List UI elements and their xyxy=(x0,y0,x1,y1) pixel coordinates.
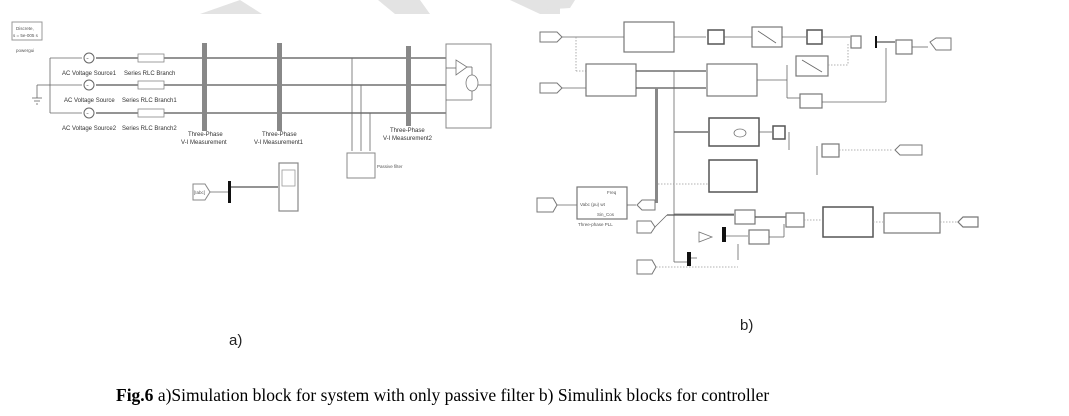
from-tag-b5[interactable] xyxy=(636,259,657,275)
watermark xyxy=(200,0,575,14)
gain-block[interactable] xyxy=(707,29,725,45)
from-tag-label: [Iabc] xyxy=(194,190,205,195)
powergui-block[interactable]: Discrete, s = 5e-005 s powergui xyxy=(11,21,43,53)
vertical-bus xyxy=(655,88,658,203)
panel-a-diagram: Discrete, s = 5e-005 s powergui xyxy=(11,21,492,212)
vi-measurement-1-line1: Three-Phase xyxy=(188,132,223,138)
pi-block-2[interactable] xyxy=(748,229,770,245)
vi-measurement-3-line1: Three-Phase xyxy=(390,128,425,134)
mux-b1[interactable] xyxy=(785,212,805,228)
vq-calc-block[interactable] xyxy=(708,159,758,193)
pi-block-1[interactable] xyxy=(734,209,756,225)
svg-text:~: ~ xyxy=(86,56,89,61)
figure-caption: Fig.6 a)Simulation block for system with… xyxy=(116,385,769,406)
pll-port-wt: Vabc (pu) wt xyxy=(580,202,606,207)
svg-text:~: ~ xyxy=(86,111,89,116)
passive-filter-label: Passive filter xyxy=(377,164,403,169)
rlc-branch-3[interactable]: Series RLC Branch2 xyxy=(122,108,177,132)
vq-block[interactable] xyxy=(708,117,760,147)
ac-source-2-label: AC Voltage Source xyxy=(64,98,115,104)
pwm-block[interactable] xyxy=(883,212,941,234)
vi-measurement-1-line2: V-I Measurement xyxy=(181,140,227,146)
subsystem-b2[interactable] xyxy=(821,143,840,158)
sum-block-1[interactable] xyxy=(850,35,862,49)
nonlinear-load[interactable] xyxy=(445,43,492,129)
goto-tag-b4[interactable] xyxy=(957,216,979,228)
panel-b-diagram: Freq Vabc (pu) wt Sin_Cos Three-phase PL… xyxy=(536,21,979,275)
vi-measurement-2-line2: V-I Measurement1 xyxy=(254,140,304,146)
bus-marker xyxy=(875,36,877,48)
passive-filter[interactable]: Passive filter xyxy=(346,58,403,179)
ac-source-1-label: AC Voltage Source1 xyxy=(62,71,117,77)
filter-block-1[interactable] xyxy=(751,26,783,48)
rlc-branch-1[interactable]: Series RLC Branch xyxy=(124,53,175,77)
goto-tag-b2[interactable] xyxy=(894,144,923,156)
ac-source-3[interactable]: ~ AC Voltage Source2 xyxy=(62,107,117,132)
vi-measurement-1[interactable]: Three-Phase V-I Measurement xyxy=(181,43,227,146)
pll-port-sincos: Sin_Cos xyxy=(597,212,615,217)
caption-prefix: Fig.6 xyxy=(116,385,154,405)
ac-source-3-label: AC Voltage Source2 xyxy=(62,126,117,132)
ac-source-1[interactable]: ~ AC Voltage Source1 xyxy=(62,52,117,77)
pll-label: Three-phase PLL xyxy=(578,222,613,227)
powergui-line1: Discrete, xyxy=(16,26,34,31)
rlc-branch-1-label: Series RLC Branch xyxy=(124,71,175,77)
powergui-name: powergui xyxy=(16,48,34,53)
from-tag-b4[interactable] xyxy=(636,220,656,234)
vi-measurement-3[interactable]: Three-Phase V-I Measurement2 xyxy=(383,46,433,142)
subsystem-b1[interactable] xyxy=(623,21,675,53)
powergui-line2: s = 5e-005 s xyxy=(13,33,39,38)
ac-source-2[interactable]: ~ AC Voltage Source xyxy=(64,79,115,104)
vi-measurement-2[interactable]: Three-Phase V-I Measurement1 xyxy=(254,43,304,146)
product-block[interactable] xyxy=(895,39,913,55)
phase-lines xyxy=(96,57,446,114)
from-tag-iabc[interactable]: [Iabc] xyxy=(192,183,211,201)
rlc-branch-2-label: Series RLC Branch1 xyxy=(122,98,177,104)
p-calculation-block[interactable] xyxy=(706,63,758,97)
goto-tag-b3[interactable] xyxy=(636,199,656,211)
pll-port-freq: Freq xyxy=(607,190,617,195)
saturation-block-2[interactable] xyxy=(772,125,786,140)
vi-measurement-3-line2: V-I Measurement2 xyxy=(383,136,433,142)
vi-measurement-2-line1: Three-Phase xyxy=(262,132,297,138)
svg-text:~: ~ xyxy=(86,83,89,88)
from-tag-b1[interactable] xyxy=(539,31,563,43)
abc-to-dq-block[interactable] xyxy=(585,63,637,97)
rlc-branch-2[interactable]: Series RLC Branch1 xyxy=(122,80,177,104)
mux-b3 xyxy=(722,227,726,242)
transform-block[interactable] xyxy=(822,206,874,238)
from-tag-b3[interactable] xyxy=(536,197,558,213)
panel-b-label: b) xyxy=(740,317,754,334)
mux-b2 xyxy=(687,252,691,266)
saturation-block-1[interactable] xyxy=(806,29,823,45)
pll-block[interactable]: Freq Vabc (pu) wt Sin_Cos Three-phase PL… xyxy=(576,186,628,227)
rlc-branch-3-label: Series RLC Branch2 xyxy=(122,126,177,132)
goto-tag-b1[interactable] xyxy=(929,37,952,51)
filter-block-2[interactable] xyxy=(795,55,829,77)
from-tag-b2[interactable] xyxy=(539,82,563,94)
panel-a-label: a) xyxy=(229,332,243,349)
caption-text: a)Simulation block for system with only … xyxy=(153,385,770,405)
mux-block[interactable] xyxy=(228,181,231,203)
sum-block-3[interactable] xyxy=(698,231,714,243)
ground-icon xyxy=(32,57,82,114)
sum-block-2[interactable] xyxy=(799,93,823,109)
scope-block[interactable] xyxy=(278,162,299,212)
